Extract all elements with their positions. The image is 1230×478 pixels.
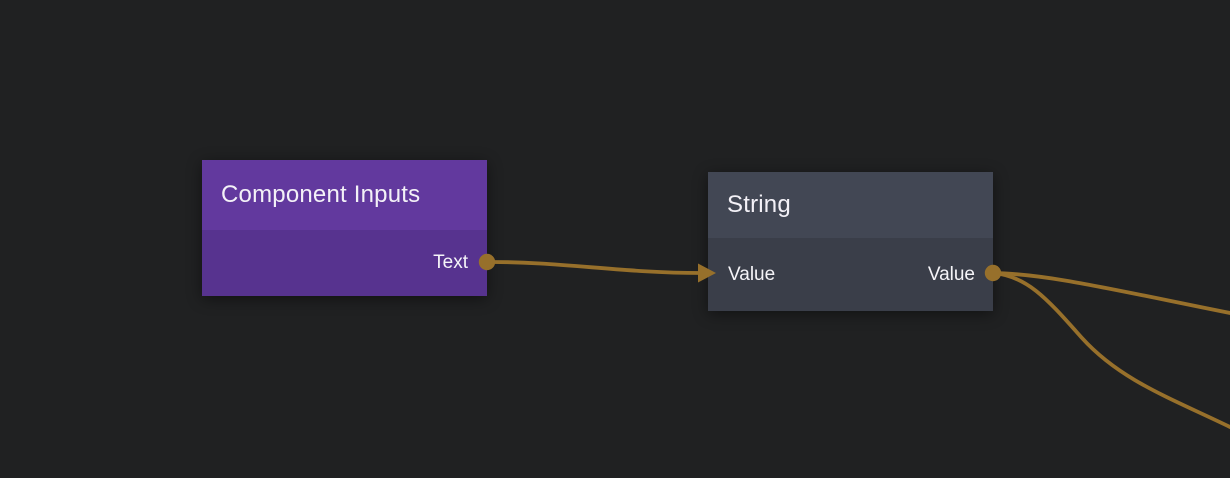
wire-string-offscreen-lower[interactable] — [991, 271, 1230, 429]
node-title: String — [727, 191, 791, 218]
wire-string-offscreen-upper[interactable] — [991, 271, 1230, 315]
node-component-inputs-body: Text — [202, 230, 487, 296]
wire-arrowhead-icon — [698, 263, 716, 283]
node-component-inputs-header: Component Inputs — [202, 160, 487, 230]
output-port-text[interactable] — [478, 253, 496, 271]
port-row: Value Value — [708, 264, 993, 286]
wire-componentinputs-to-string[interactable] — [485, 260, 703, 275]
output-port-label-text: Text — [433, 252, 468, 273]
output-port-value[interactable] — [984, 264, 1002, 282]
output-port-label-value: Value — [927, 263, 975, 285]
node-string-body: Value Value — [708, 238, 993, 311]
node-string[interactable]: String Value Value — [708, 172, 993, 311]
node-title: Component Inputs — [221, 181, 421, 208]
node-string-header: String — [708, 172, 993, 238]
input-port-label-value: Value — [728, 263, 776, 285]
output-port-row: Text — [202, 252, 487, 274]
node-component-inputs[interactable]: Component Inputs Text — [202, 160, 487, 296]
